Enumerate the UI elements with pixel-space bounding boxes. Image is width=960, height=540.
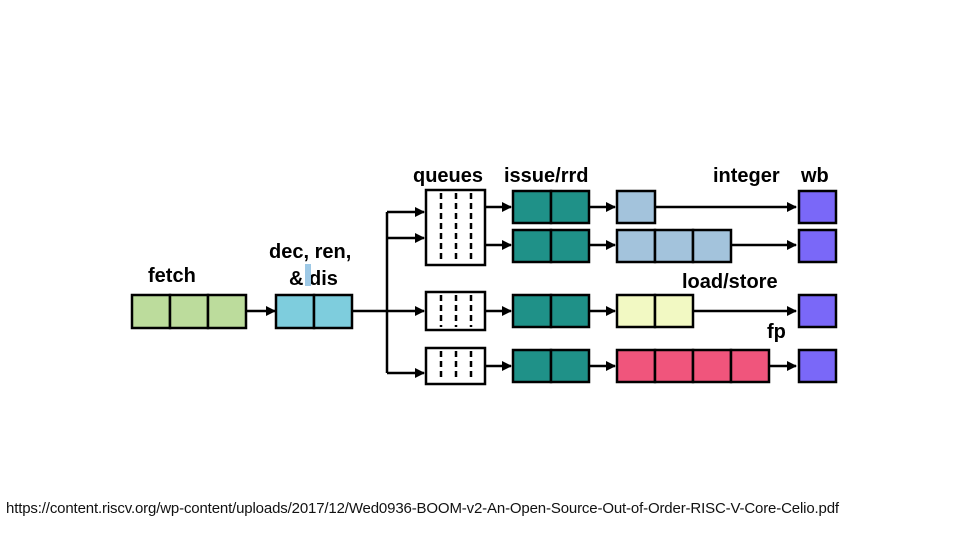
issue-rrd-blocks — [511, 189, 591, 384]
dispatch-fanout — [352, 207, 425, 378]
fetch-stage — [130, 293, 248, 330]
fp-issue-queue — [424, 346, 487, 386]
load-store-unit — [615, 293, 695, 329]
execute-to-writeback-arrows — [655, 202, 797, 371]
integer-alu-1 — [615, 189, 657, 225]
load-store-issue-queue — [424, 290, 487, 332]
integer-alu-2 — [615, 228, 733, 264]
decode-stage — [274, 293, 354, 330]
load-store-label: load/store — [682, 271, 778, 293]
writeback-blocks — [797, 189, 838, 384]
source-url[interactable]: https://content.riscv.org/wp-content/upl… — [6, 500, 839, 517]
issue-label: issue/rrd — [504, 165, 588, 187]
writeback-label: wb — [800, 165, 829, 187]
fp-unit — [615, 348, 771, 384]
decode-label-line1: dec, ren, — [269, 241, 351, 263]
text-cursor-mark — [305, 264, 311, 286]
fp-label: fp — [767, 321, 786, 343]
issue-to-execute-arrows — [589, 202, 616, 371]
queues-label: queues — [413, 165, 483, 187]
queue-to-issue-arrows — [485, 202, 512, 371]
fetch-label: fetch — [148, 265, 196, 287]
integer-issue-queue — [424, 188, 487, 267]
decode-label-line2: & dis — [289, 268, 338, 290]
integer-label: integer — [713, 165, 780, 187]
